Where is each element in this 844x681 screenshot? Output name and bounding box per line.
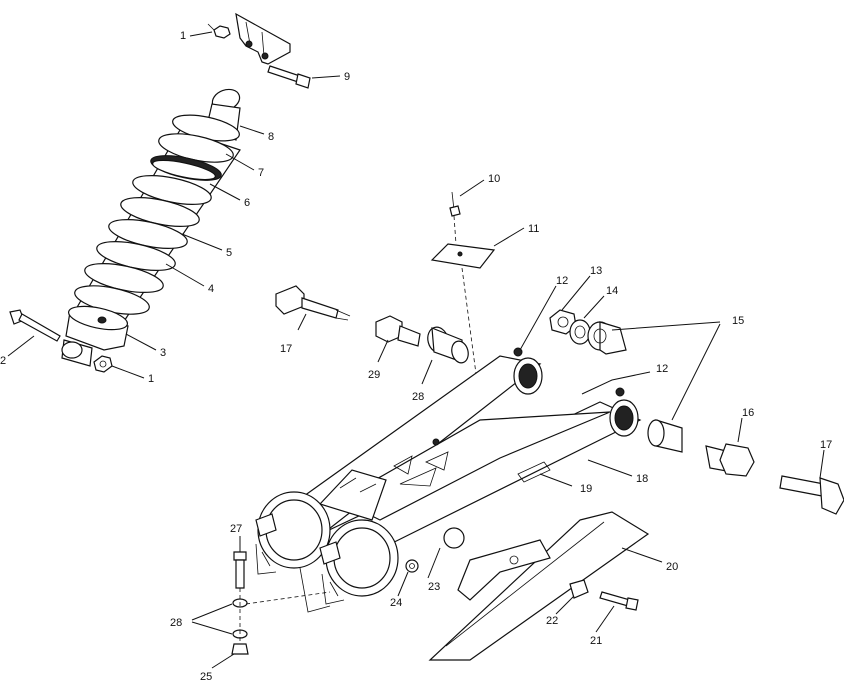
callout-21: 21 [590,635,602,647]
callout-8: 8 [268,131,274,143]
pin-22 [569,579,589,599]
washer-14 [569,319,591,345]
callout-14: 14 [606,285,618,297]
callout-12-upper: 12 [556,275,568,287]
callout-17-right: 17 [820,439,832,451]
screw-10 [449,191,461,217]
callout-22: 22 [546,615,558,627]
callout-7: 7 [258,167,264,179]
bushing-15-upper [587,321,627,355]
swing-arm [255,347,642,613]
callout-5: 5 [226,247,232,259]
callout-12-lower: 12 [656,363,668,375]
callout-18: 18 [636,473,648,485]
washer-16 [705,443,755,477]
callout-10: 10 [488,173,500,185]
bolt-17-left [275,285,351,321]
callout-29: 29 [368,369,380,381]
callout-25: 25 [200,671,212,681]
leader-lines [7,31,825,669]
callout-28-lower: 28 [170,617,182,629]
callout-11: 11 [528,223,539,235]
nut-1-top [207,23,231,39]
callout-1-top: 1 [180,30,186,42]
slide-rail-20 [428,511,650,661]
callout-19: 19 [580,483,592,495]
shock-absorber [61,88,241,367]
bolt-9 [267,65,311,89]
callout-16: 16 [742,407,754,419]
bushing-29 [375,315,421,347]
callout-4: 4 [208,283,214,295]
nut-1-lower [93,355,113,373]
bolt-17-right [779,475,844,515]
plate-11 [430,243,496,269]
callout-28-upper: 28 [412,391,424,403]
callout-17-left: 17 [280,343,292,355]
callout-9: 9 [344,71,350,83]
callout-15: 15 [732,315,744,327]
callout-6: 6 [244,197,250,209]
callout-1-lower: 1 [148,373,154,385]
bushing-15-lower [647,419,683,453]
bolt-27 [233,551,247,589]
callout-3: 3 [160,347,166,359]
callout-24: 24 [390,597,402,609]
bolt-2 [9,309,61,342]
callout-27: 27 [230,523,242,535]
callout-23: 23 [428,581,440,593]
nut-25 [231,643,249,655]
upper-mount-bracket [235,12,291,65]
sleeve-28 [427,326,469,364]
callout-labels: 1 9 8 7 6 5 4 3 2 1 10 11 12 13 14 15 12… [0,30,832,681]
bolt-21 [599,591,639,611]
callout-2: 2 [0,355,6,367]
callout-20: 20 [666,561,678,573]
nut-24 [405,559,419,573]
callout-13: 13 [590,265,602,277]
